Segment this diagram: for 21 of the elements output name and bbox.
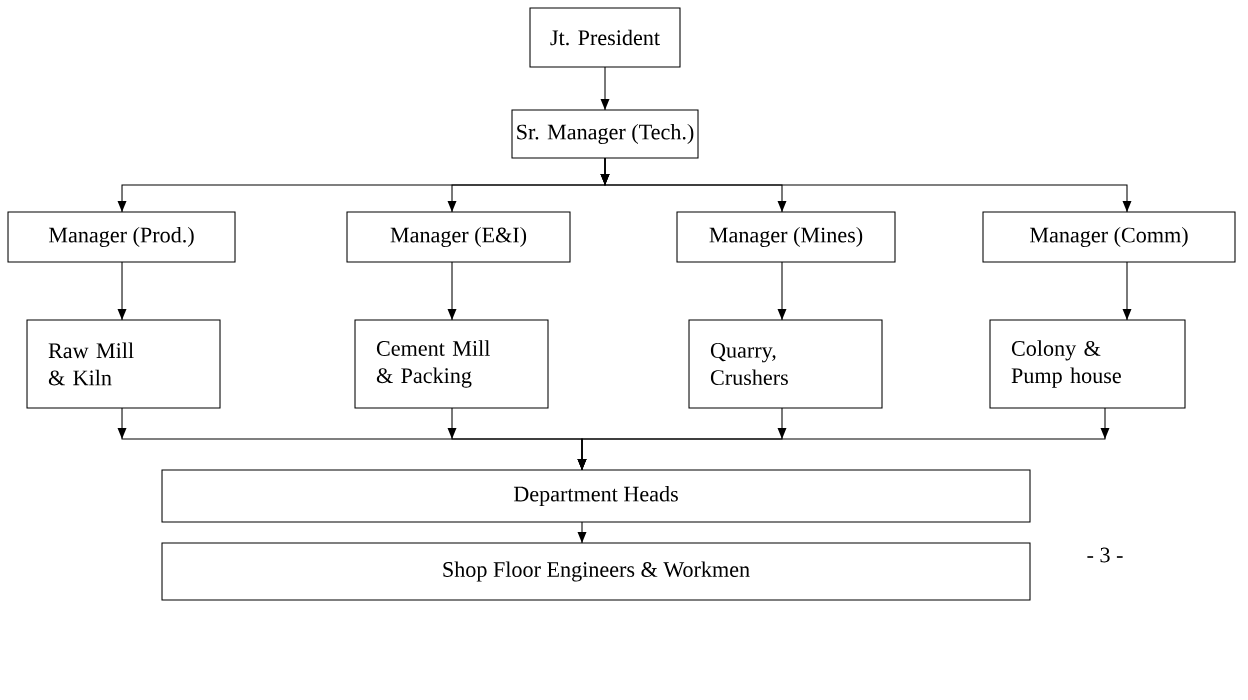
org-box: Raw Mill & Kiln [26,319,221,409]
org-box: Colony & Pump house [989,319,1186,409]
arrow [1122,261,1132,321]
arrow [600,66,610,111]
org-box: Manager (E&I) [346,211,571,263]
org-box: Sr. Manager (Tech.) [511,109,699,159]
org-box: Manager (Prod.) [7,211,236,263]
org-box: Cement Mill & Packing [354,319,549,409]
org-box: Jt. President [529,7,681,68]
page-number: - 3 - [1087,547,1123,563]
arrow [117,261,127,321]
org-box: Department Heads [161,469,1031,523]
arrow [777,261,787,321]
org-box: Manager (Comm) [982,211,1236,263]
arrow [447,261,457,321]
org-box: Shop Floor Engineers & Workmen [161,542,1031,601]
org-box: Quarry, Crushers [688,319,883,409]
arrow [600,157,1132,213]
arrow [577,521,587,544]
arrow [577,407,1110,471]
org-box: Manager (Mines) [676,211,896,263]
